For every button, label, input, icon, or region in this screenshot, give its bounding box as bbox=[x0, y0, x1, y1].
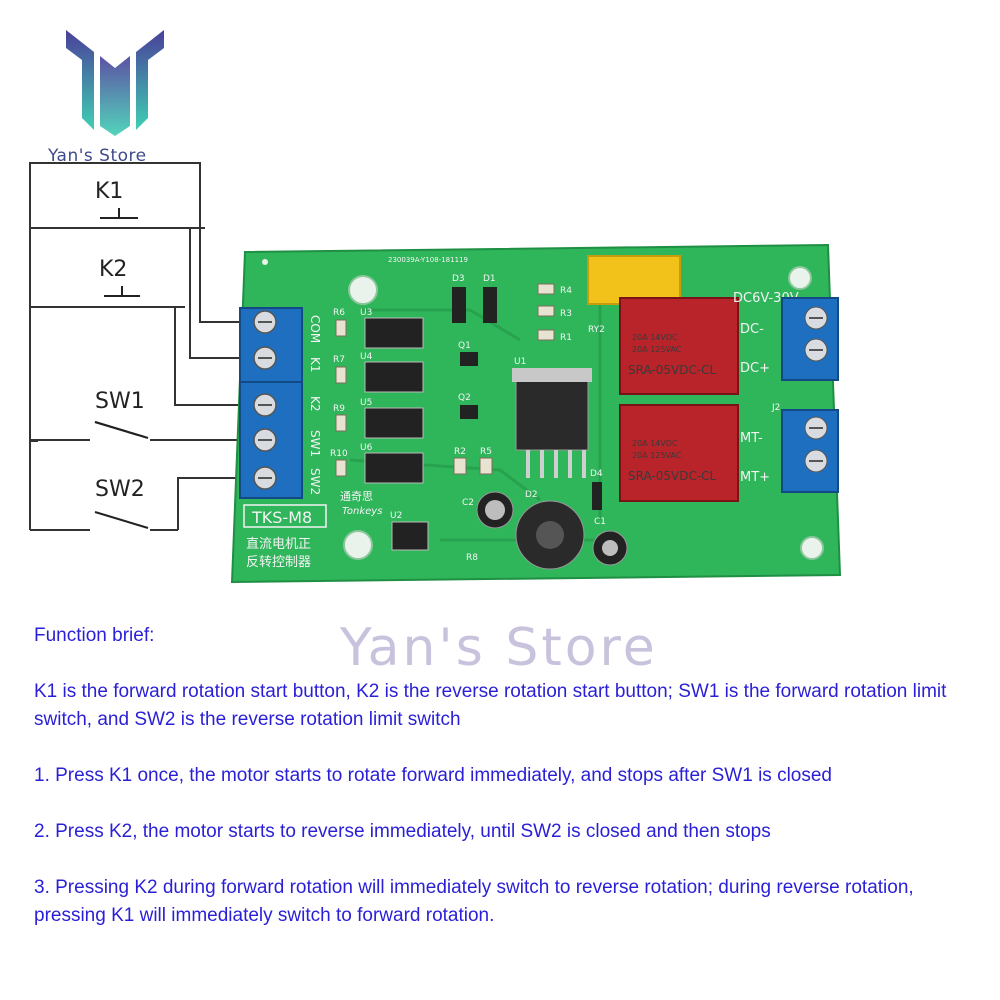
mt-plus-label: MT+ bbox=[740, 470, 770, 485]
relay-2: 20A 14VDC 20A 125VAC SRA-05VDC-CL bbox=[619, 404, 739, 502]
label-r1: R1 bbox=[560, 333, 572, 343]
optocouplers bbox=[364, 317, 424, 484]
relay1-line1: 20A 14VDC bbox=[632, 333, 678, 342]
dc-minus-label: DC- bbox=[740, 322, 764, 337]
label-r5: R5 bbox=[480, 447, 492, 457]
label-d3: D3 bbox=[452, 274, 465, 284]
relay1-line2: 20A 125VAC bbox=[632, 345, 682, 354]
j1-pin-k2: K2 bbox=[308, 396, 322, 412]
j1-pin-sw2: SW2 bbox=[308, 468, 322, 495]
label-r2: R2 bbox=[454, 447, 466, 457]
label-j2: J2 bbox=[771, 403, 780, 413]
right-terminal-motor bbox=[781, 409, 839, 493]
label-q2: Q2 bbox=[458, 393, 471, 403]
k2-button-symbol bbox=[104, 286, 140, 297]
label-u5: U5 bbox=[360, 398, 372, 408]
sw2-label: SW2 bbox=[95, 477, 145, 502]
label-c2: C2 bbox=[462, 498, 474, 508]
board-serial: 230039A-Y108-181119 bbox=[388, 256, 468, 264]
watermark-text: Yan's Store bbox=[340, 618, 658, 678]
j1-pin-k1: K1 bbox=[308, 357, 322, 373]
relay2-model: SRA-05VDC-CL bbox=[628, 469, 717, 483]
label-r7: R7 bbox=[333, 355, 345, 365]
label-r4: R4 bbox=[560, 286, 572, 296]
sw2-switch-symbol bbox=[94, 511, 149, 529]
label-q1: Q1 bbox=[458, 341, 471, 351]
label-r3: R3 bbox=[560, 309, 572, 319]
function-brief-title: Function brief: bbox=[34, 625, 155, 646]
label-u6: U6 bbox=[360, 443, 373, 453]
function-step-1: 1. Press K1 once, the motor starts to ro… bbox=[34, 765, 832, 786]
label-d2: D2 bbox=[525, 490, 538, 500]
board-desc-line2: 反转控制器 bbox=[246, 555, 311, 570]
logo-text: Yan's Store bbox=[48, 146, 147, 166]
k1-button-symbol bbox=[100, 208, 138, 219]
label-u3: U3 bbox=[360, 308, 372, 318]
label-r8: R8 bbox=[466, 553, 478, 563]
k2-label: K2 bbox=[99, 257, 127, 282]
function-brief-intro: K1 is the forward rotation start button,… bbox=[34, 681, 947, 730]
k1-label: K1 bbox=[95, 179, 123, 204]
label-ry2: RY2 bbox=[588, 325, 605, 335]
mt-minus-label: MT- bbox=[740, 431, 763, 446]
label-d4: D4 bbox=[590, 469, 603, 479]
brand-en: Tonkeys bbox=[342, 506, 382, 517]
label-r6: R6 bbox=[333, 308, 345, 318]
board-model: TKS-M8 bbox=[251, 508, 312, 527]
right-terminal-power bbox=[781, 297, 839, 381]
wiring-diagram: K1 K2 SW1 SW2 bbox=[29, 162, 842, 584]
resistors-left bbox=[335, 319, 347, 477]
label-u1: U1 bbox=[514, 357, 526, 367]
left-terminal-block bbox=[239, 307, 303, 499]
label-u4: U4 bbox=[360, 352, 373, 362]
function-step-2: 2. Press K2, the motor starts to reverse… bbox=[34, 821, 771, 842]
relay2-line1: 20A 14VDC bbox=[632, 439, 678, 448]
board-desc-line1: 直流电机正 bbox=[246, 537, 311, 552]
j1-pin-com: COM bbox=[308, 315, 322, 343]
label-u2: U2 bbox=[390, 511, 402, 521]
j1-pin-sw1: SW1 bbox=[308, 430, 322, 457]
brand-cn: 通奇思 bbox=[340, 490, 373, 503]
relay1-model: SRA-05VDC-CL bbox=[628, 363, 717, 377]
label-r10: R10 bbox=[330, 449, 348, 459]
label-r9: R9 bbox=[333, 404, 345, 414]
function-step-3: 3. Pressing K2 during forward rotation w… bbox=[34, 877, 914, 926]
dc-plus-label: DC+ bbox=[740, 361, 770, 376]
relay2-line2: 20A 125VAC bbox=[632, 451, 682, 460]
relay-1: 20A 14VDC 20A 125VAC SRA-05VDC-CL bbox=[619, 297, 739, 395]
yans-store-logo-icon bbox=[66, 30, 164, 136]
label-d1: D1 bbox=[483, 274, 496, 284]
sw1-label: SW1 bbox=[95, 389, 145, 414]
label-c1: C1 bbox=[594, 517, 606, 527]
